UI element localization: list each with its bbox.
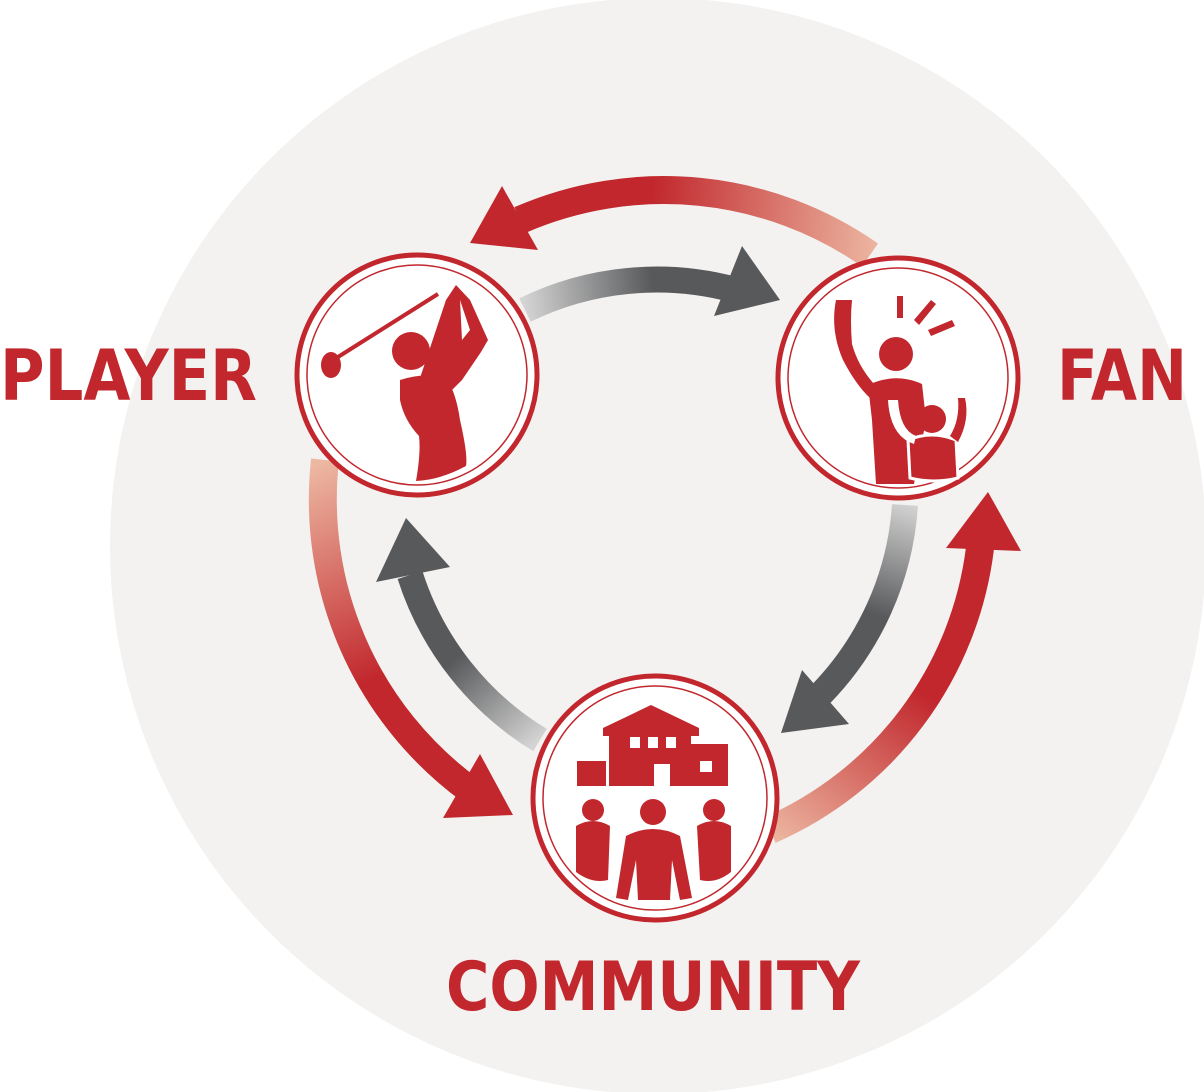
arrowhead-fan — [946, 492, 1021, 551]
player-node — [294, 252, 540, 498]
arrowhead-community — [443, 754, 513, 818]
inner-cycle-arrows — [376, 246, 918, 752]
arrow-player-to-community — [308, 458, 479, 802]
golfer-icon — [321, 285, 488, 481]
arrow-fan-to-community — [810, 504, 918, 705]
outer-cycle-arrows — [308, 176, 1021, 843]
background-circle — [110, 0, 1204, 1092]
community-label: COMMUNITY — [446, 948, 861, 1027]
arrow-fan-to-player — [514, 176, 879, 267]
player-label: PLAYER — [0, 335, 257, 417]
arrowhead-player-inner — [376, 518, 450, 582]
arrowhead-player — [470, 186, 538, 250]
arrow-community-to-player — [397, 570, 547, 752]
community-node — [530, 673, 780, 923]
arrowhead-fan-inner — [714, 246, 780, 316]
community-icon — [576, 705, 731, 900]
fan-node — [775, 255, 1021, 501]
arrowhead-community-inner — [781, 670, 849, 733]
arrow-player-to-fan — [519, 266, 739, 322]
fan-label: FAN — [1057, 335, 1187, 417]
arrow-community-to-fan — [764, 546, 994, 843]
cheering-fans-icon — [834, 296, 967, 484]
